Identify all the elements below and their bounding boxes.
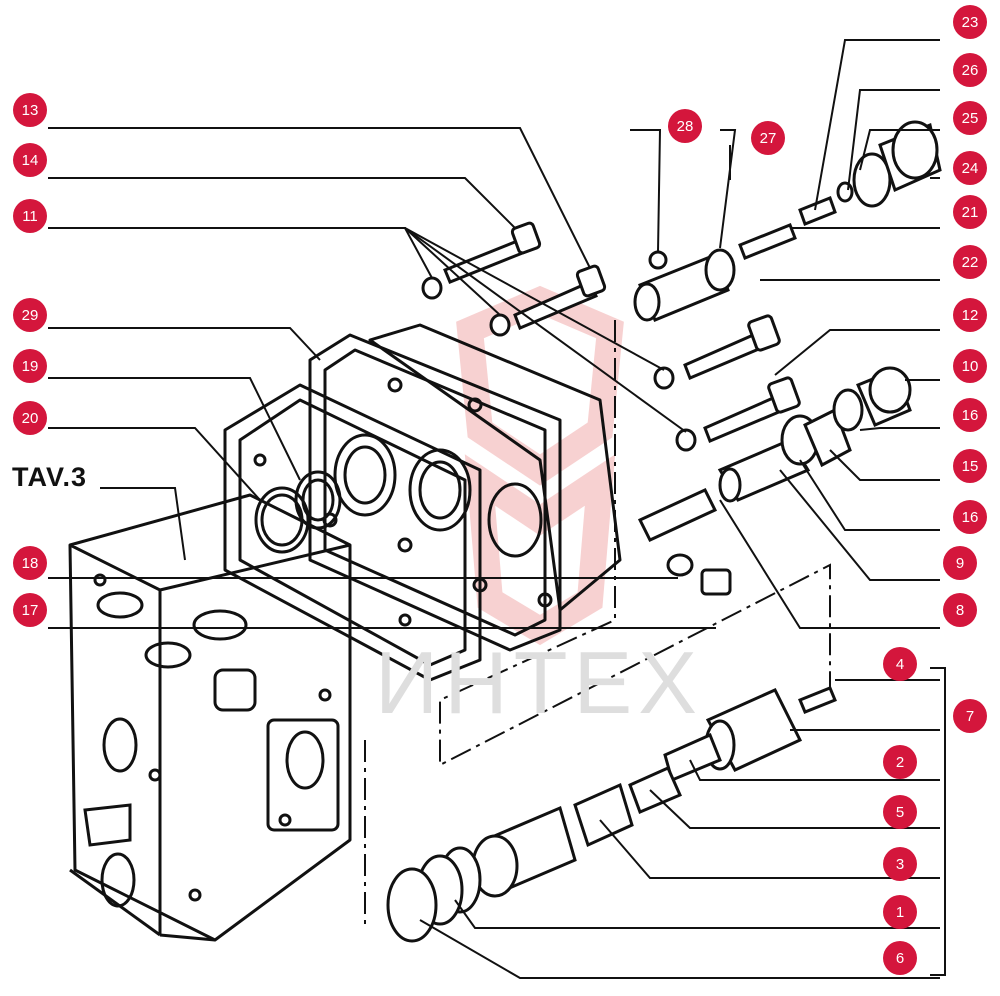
o-rings-left <box>254 470 342 554</box>
hydraulic-block <box>68 493 352 942</box>
callout-badge-27[interactable]: 27 <box>751 121 785 155</box>
callout-badge-1[interactable]: 1 <box>883 895 917 929</box>
cover-plates <box>223 323 622 682</box>
callout-badge-28[interactable]: 28 <box>668 109 702 143</box>
callout-badge-19[interactable]: 19 <box>13 349 47 383</box>
cartridge-lower <box>386 686 837 943</box>
leader-lines <box>48 39 946 979</box>
callout-badge-15[interactable]: 15 <box>953 449 987 483</box>
callout-badge-18[interactable]: 18 <box>13 546 47 580</box>
callout-badge-4[interactable]: 4 <box>883 647 917 681</box>
callout-badge-5[interactable]: 5 <box>883 795 917 829</box>
callout-badge-25[interactable]: 25 <box>953 101 987 135</box>
callout-badge-7[interactable]: 7 <box>953 699 987 733</box>
callout-badge-16[interactable]: 16 <box>953 500 987 534</box>
callout-badge-29[interactable]: 29 <box>13 298 47 332</box>
cover-bores <box>253 377 553 627</box>
callout-badge-10[interactable]: 10 <box>953 349 987 383</box>
dashed-guide <box>364 320 831 925</box>
callout-badge-26[interactable]: 26 <box>953 53 987 87</box>
callout-badge-17[interactable]: 17 <box>13 593 47 627</box>
callout-badge-13[interactable]: 13 <box>13 93 47 127</box>
callout-badge-20[interactable]: 20 <box>13 401 47 435</box>
callout-badge-23[interactable]: 23 <box>953 5 987 39</box>
diagram-title: TAV.3 <box>12 462 88 492</box>
callout-badge-11[interactable]: 11 <box>13 199 47 233</box>
callout-badge-14[interactable]: 14 <box>13 143 47 177</box>
callout-badge-16[interactable]: 16 <box>953 398 987 432</box>
callout-badge-6[interactable]: 6 <box>883 941 917 975</box>
block-ports <box>83 573 340 908</box>
callout-badge-21[interactable]: 21 <box>953 195 987 229</box>
watermark-text: ИНТЕХ <box>375 633 703 732</box>
callout-badge-9[interactable]: 9 <box>943 546 977 580</box>
callout-badge-22[interactable]: 22 <box>953 245 987 279</box>
valve-stack-right <box>637 366 912 596</box>
screws-top <box>421 221 697 452</box>
callout-badge-8[interactable]: 8 <box>943 593 977 627</box>
callout-badge-2[interactable]: 2 <box>883 745 917 779</box>
callout-badge-3[interactable]: 3 <box>883 847 917 881</box>
screws-right <box>683 314 801 443</box>
relief-valve-top <box>633 120 942 322</box>
callout-badge-24[interactable]: 24 <box>953 151 987 185</box>
callout-badge-12[interactable]: 12 <box>953 298 987 332</box>
